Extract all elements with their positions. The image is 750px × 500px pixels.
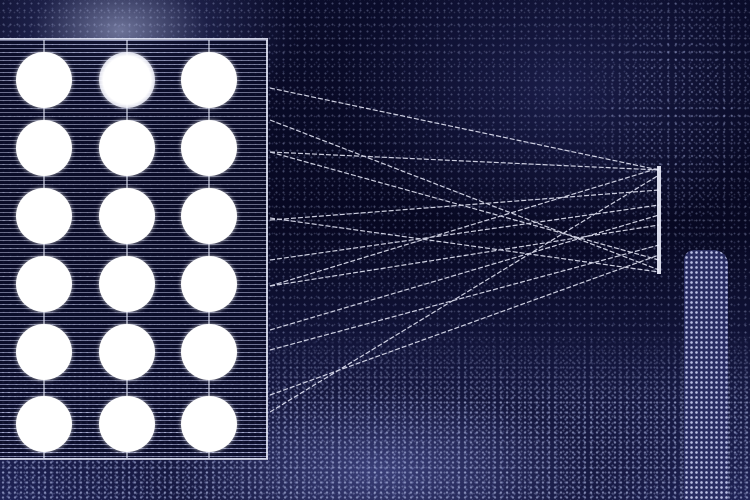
panel-vertical-line <box>126 40 128 458</box>
white-circle <box>99 52 155 108</box>
white-circle <box>181 256 237 312</box>
white-circle <box>181 120 237 176</box>
white-circle <box>16 256 72 312</box>
panel-vertical-line <box>208 40 210 458</box>
circle-grid-panel <box>0 38 268 460</box>
white-circle <box>16 396 72 452</box>
white-circle <box>99 188 155 244</box>
white-circle <box>16 52 72 108</box>
white-circle <box>16 120 72 176</box>
white-circle <box>16 324 72 380</box>
white-circle <box>181 396 237 452</box>
white-circle <box>181 52 237 108</box>
white-circle <box>99 120 155 176</box>
white-circle <box>99 256 155 312</box>
tree-trunk <box>684 250 728 500</box>
panel-vertical-line <box>43 40 45 458</box>
white-circle <box>99 324 155 380</box>
white-circle <box>16 188 72 244</box>
white-circle <box>181 324 237 380</box>
white-circle <box>99 396 155 452</box>
white-circle <box>181 188 237 244</box>
thread-anchor-post <box>657 166 661 274</box>
